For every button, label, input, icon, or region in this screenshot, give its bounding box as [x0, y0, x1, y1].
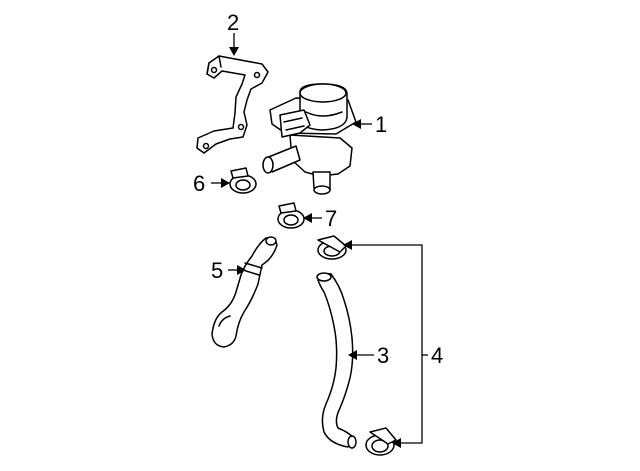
leader-4: [350, 244, 423, 444]
arrow-4-lower: [392, 438, 401, 448]
callout-labels: 2 1 6 7 5 3 4: [193, 10, 443, 368]
formed-hose-5: [211, 236, 278, 348]
leader-lines: [211, 33, 428, 448]
callout-6: 6: [193, 171, 205, 196]
mounting-bracket: [196, 55, 269, 154]
water-pump: [262, 83, 357, 195]
hose-clamp-6: [229, 167, 257, 194]
callout-1: 1: [375, 112, 387, 137]
arrow-3: [348, 350, 357, 360]
callout-2: 2: [227, 10, 239, 35]
hose-3: [316, 272, 357, 449]
arrow-5: [237, 265, 246, 275]
hose-clamp-4-lower: [365, 427, 397, 456]
arrow-1: [352, 119, 361, 129]
arrow-6: [221, 178, 230, 188]
arrow-4-upper: [343, 240, 352, 250]
callout-7: 7: [325, 206, 337, 231]
hose-clamp-7: [277, 202, 305, 229]
arrow-7: [303, 213, 312, 223]
callout-5: 5: [211, 258, 223, 283]
arrow-2: [229, 47, 239, 56]
hose-clamp-4-upper: [317, 235, 347, 260]
callout-4: 4: [431, 343, 443, 368]
callout-3: 3: [377, 343, 389, 368]
